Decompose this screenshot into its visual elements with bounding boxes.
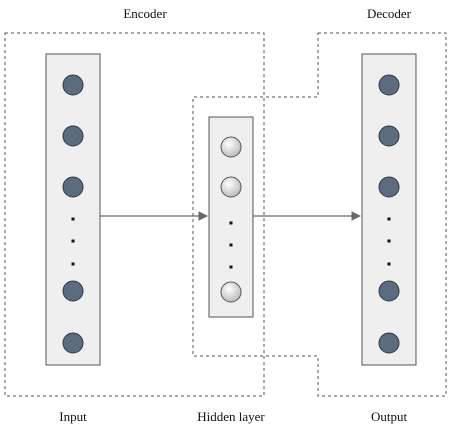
input-node [62, 280, 84, 302]
input-nodes [62, 74, 84, 354]
input-node [62, 332, 84, 354]
hidden-ellipsis [229, 221, 233, 269]
input-layer-box [45, 53, 101, 366]
output-nodes [378, 74, 400, 354]
output-layer-box [361, 53, 417, 366]
input-node [62, 74, 84, 96]
output-node [378, 176, 400, 198]
hidden-node [220, 176, 242, 198]
hidden-layer-label: Hidden layer [197, 409, 265, 424]
encoder-region [4, 32, 265, 397]
output-label: Output [370, 409, 408, 424]
hidden-node [220, 281, 242, 303]
input-label: Input [59, 409, 87, 424]
output-node [378, 280, 400, 302]
decoder-label: Decoder [366, 6, 412, 21]
output-ellipsis [387, 217, 391, 266]
hidden-node [220, 136, 242, 158]
hidden-nodes [220, 136, 242, 303]
decoder-region [192, 32, 447, 397]
output-node [378, 125, 400, 147]
output-node [378, 74, 400, 96]
encoder-label: Encoder [123, 6, 167, 21]
input-ellipsis [71, 217, 75, 266]
output-node [378, 332, 400, 354]
input-node [62, 125, 84, 147]
input-node [62, 176, 84, 198]
